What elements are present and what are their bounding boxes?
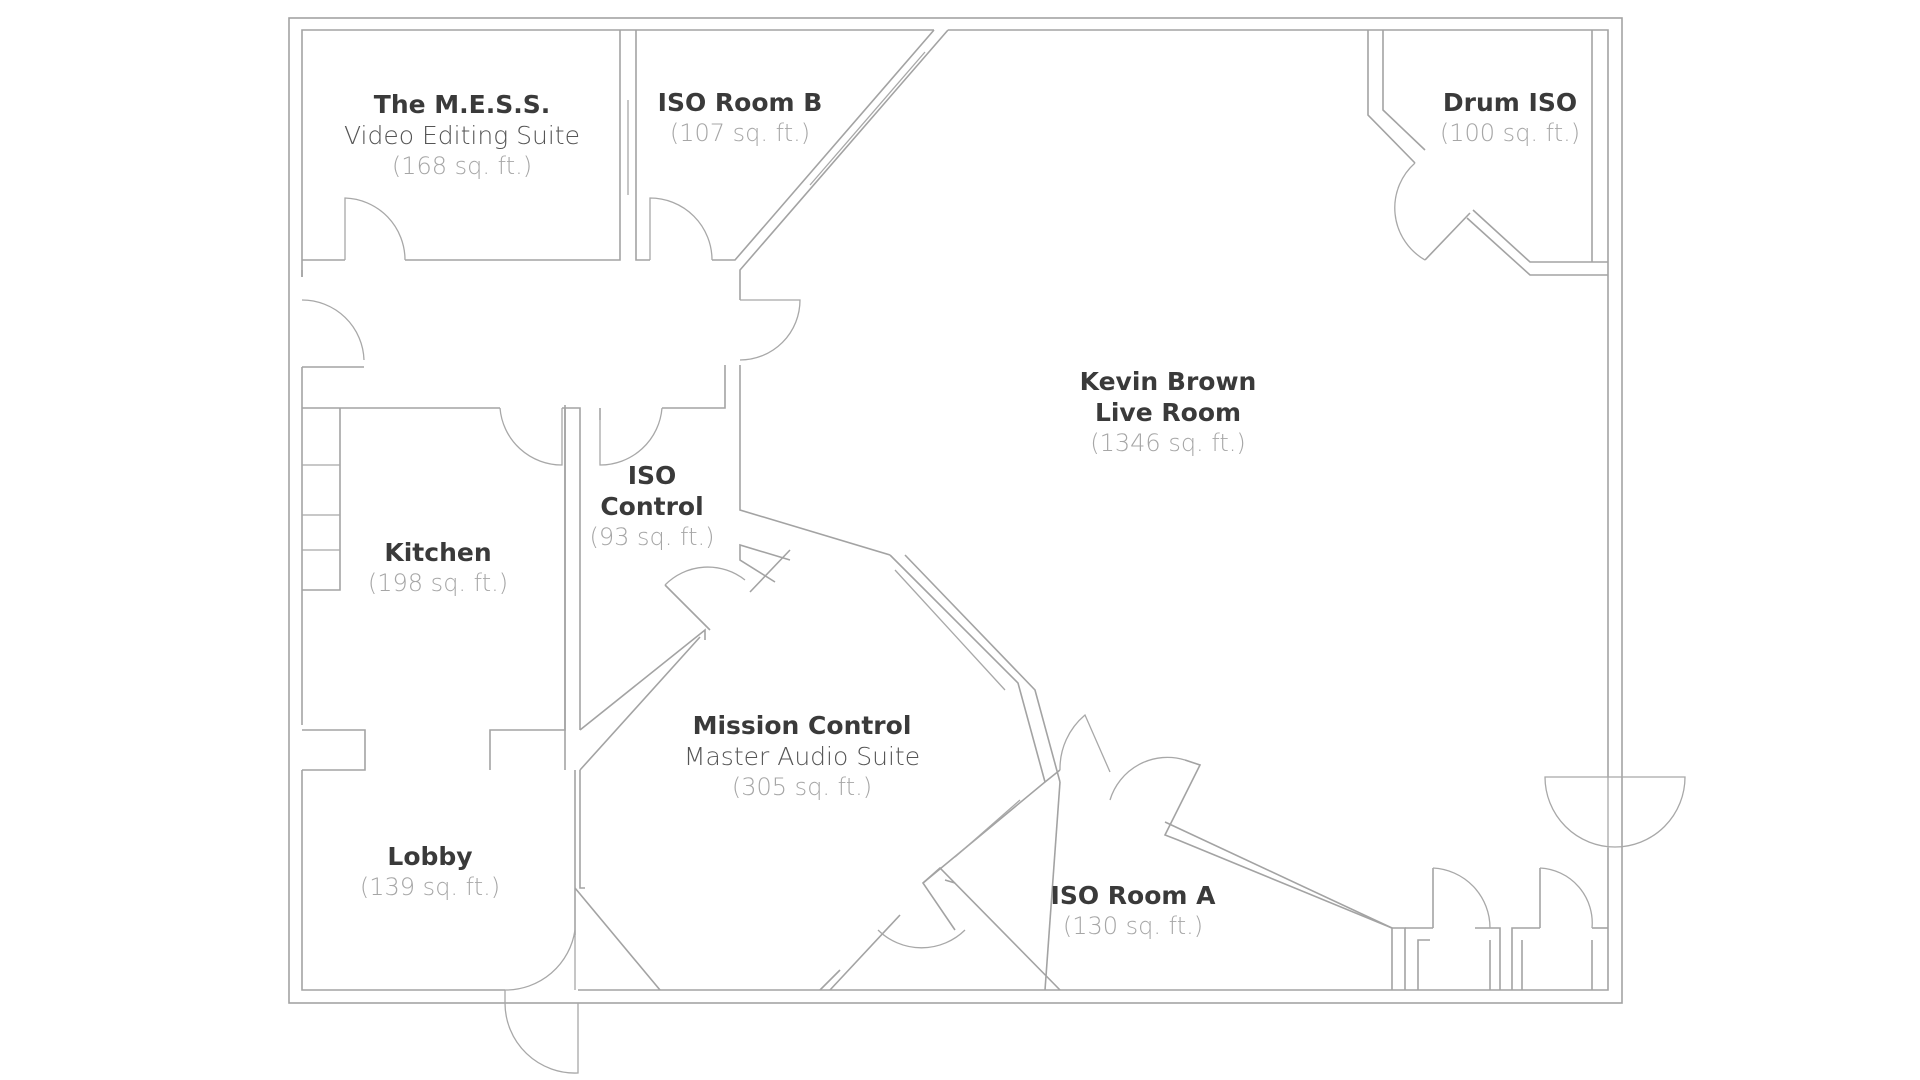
room-name: Mission Control (692, 711, 912, 740)
room-area: (139 sq. ft.) (359, 873, 501, 901)
room-name: Kitchen (384, 538, 492, 567)
room-label-kitchen: Kitchen (198 sq. ft.) (368, 537, 508, 599)
room-iso-a (1044, 759, 1406, 991)
doors (301, 162, 1686, 1074)
room-name: The M.E.S.S. (373, 90, 551, 119)
room-name: ISO Room B (657, 88, 823, 117)
room-iso-b (712, 29, 949, 300)
room-name: ISO Room A (1050, 881, 1216, 910)
room-label-mission: Mission Control Master Audio Suite (305 … (684, 710, 920, 803)
room-area: (93 sq. ft.) (589, 523, 715, 551)
room-name-line1: ISO (627, 461, 677, 490)
room-area: (107 sq. ft.) (669, 119, 811, 147)
room-label-iso-b: ISO Room B (107 sq. ft.) (658, 87, 823, 149)
room-area: (168 sq. ft.) (391, 152, 533, 180)
room-label-iso-a: ISO Room A (130 sq. ft.) (1051, 880, 1216, 942)
room-iso-control (579, 543, 791, 731)
room-area: (305 sq. ft.) (731, 773, 873, 801)
room-name-line1: Kevin Brown (1079, 367, 1257, 396)
room-mess (302, 30, 650, 261)
room-name: Lobby (387, 842, 473, 871)
room-label-lobby: Lobby (139 sq. ft.) (360, 841, 500, 903)
room-name: Drum ISO (1442, 88, 1578, 117)
room-area: (1346 sq. ft.) (1090, 429, 1246, 457)
room-mission-control (574, 554, 1061, 991)
room-label-iso-control: ISO Control (93 sq. ft.) (590, 460, 715, 553)
room-kitchen (302, 405, 566, 771)
room-drum-iso (1367, 30, 1608, 276)
room-area: (198 sq. ft.) (367, 569, 509, 597)
room-subtitle: Master Audio Suite (683, 742, 921, 771)
room-name-line2: Live Room (1094, 398, 1242, 427)
room-area: (130 sq. ft.) (1062, 912, 1204, 940)
room-area: (100 sq. ft.) (1439, 119, 1581, 147)
room-label-mess: The M.E.S.S. Video Editing Suite (168 sq… (344, 89, 580, 182)
corridor (301, 270, 891, 730)
room-label-drum: Drum ISO (100 sq. ft.) (1440, 87, 1580, 149)
room-label-live: Kevin Brown Live Room (1346 sq. ft.) (1080, 366, 1257, 459)
building-walls (288, 17, 1623, 1004)
room-subtitle: Video Editing Suite (344, 121, 580, 150)
room-name-line2: Control (600, 492, 704, 521)
closets (1405, 868, 1608, 990)
